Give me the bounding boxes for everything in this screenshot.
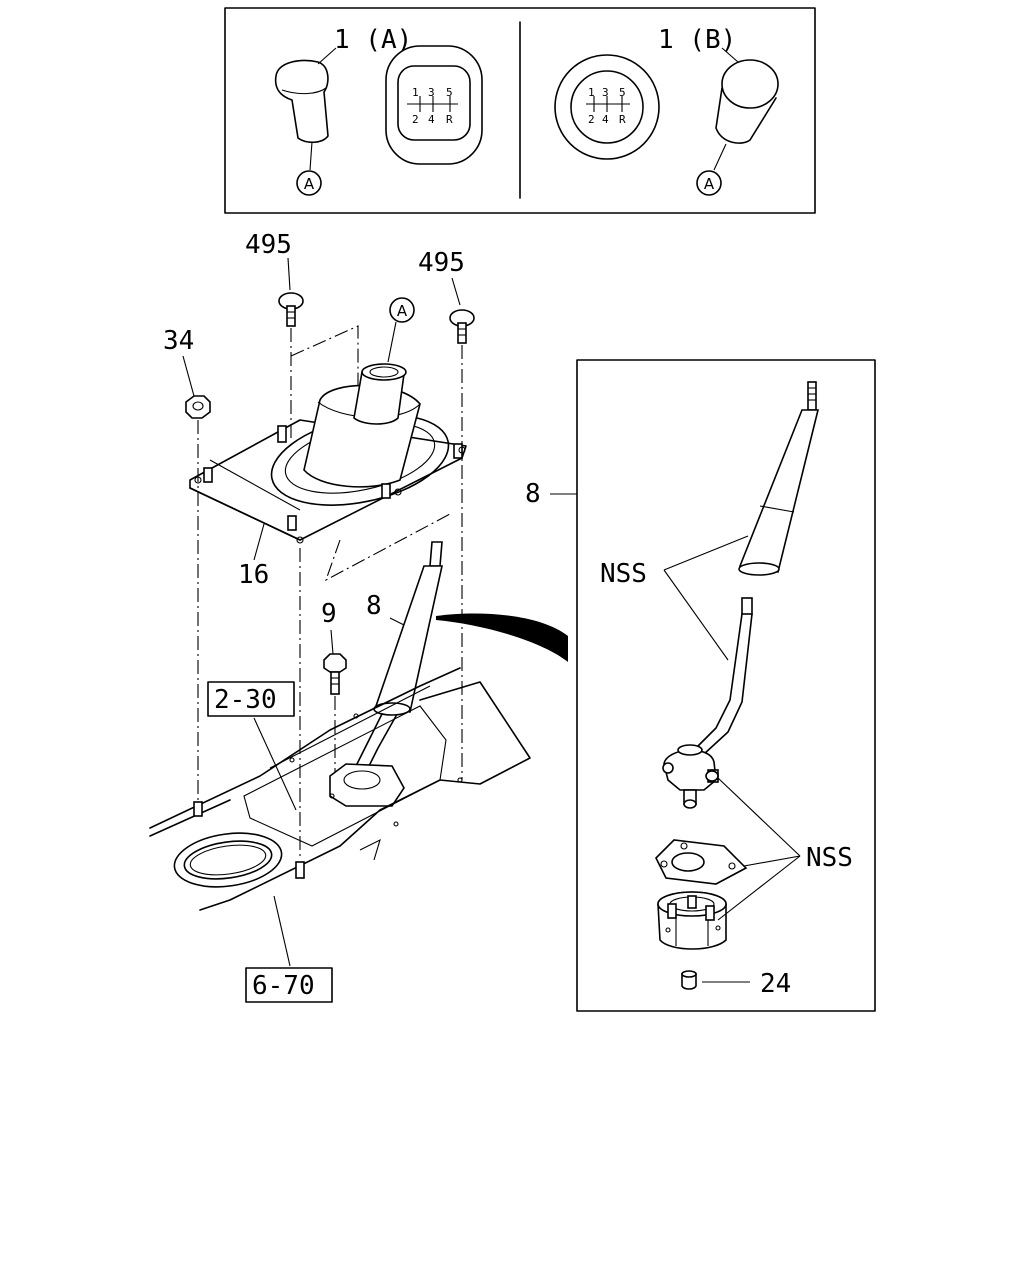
boot-16-label: 16 [238,560,269,590]
pattern-b-2: 2 [588,113,595,126]
pattern-a-4: 4 [428,113,435,126]
pattern-b-r: R [619,113,626,126]
pattern-a-2: 2 [412,113,419,126]
lever-8-main-label: 8 [366,591,382,621]
cap-24-icon [681,970,697,990]
knob-b-top-view: 1 3 5 2 4 R [554,54,660,160]
ref-a-boot-text: A [397,302,408,320]
bolt-9-label: 9 [321,599,337,629]
pattern-a-5: 5 [446,86,453,99]
bolt-9-icon [323,653,347,695]
gasket-plate-icon [655,839,748,885]
part-24-label: 24 [760,969,791,999]
ref-6-70-box [245,967,333,1003]
ref-circle-a-boot: A [389,297,415,323]
knob-a-top-view: 1 3 5 2 4 R [385,45,483,165]
nss-lower-label: NSS [806,843,853,873]
knob-a-icon [274,47,337,171]
nut-34-icon [185,395,211,419]
shift-boot-16-icon [189,325,467,582]
lever-lower-rod-icon [662,597,753,809]
pattern-b-1: 1 [588,86,595,99]
knob-b-icon [713,47,779,171]
ref-6-70-label: 6-70 [252,971,315,1001]
bolt-495-right-label: 495 [418,248,465,278]
knob-a-label: 1 (A) [334,25,412,55]
knob-variants-inset: 1 (A) A 1 3 5 2 4 R 1 [224,7,816,214]
ref-2-30-box [207,681,295,717]
knob-b-label: 1 (B) [658,25,736,55]
pattern-b-3: 3 [602,86,609,99]
ref-a-right-text: A [704,175,715,193]
pattern-b-5: 5 [619,86,626,99]
floor-panel-icon [149,667,531,911]
bolt-495-left-label: 495 [245,230,292,260]
nss-upper-label: NSS [600,559,647,589]
castle-cage-icon [657,891,727,950]
detail-arrow-icon [436,613,568,662]
ref-2-30-label: 2-30 [214,685,277,715]
pattern-a-3: 3 [428,86,435,99]
bolt-495-right-icon [449,309,475,344]
ref-circle-a-right: A [696,170,722,196]
nut-34-label: 34 [163,326,194,356]
pattern-b-4: 4 [602,113,609,126]
bolt-495-left-icon [278,292,304,327]
ref-circle-a-left: A [296,170,322,196]
lever-detail-inset: 8 [525,359,876,1012]
ref-a-left-text: A [304,175,315,193]
lever-upper-sleeve-icon [738,381,820,576]
pattern-a-1: 1 [412,86,419,99]
shift-lever-8-icon [329,541,443,807]
lever-8-detail-label: 8 [525,479,541,509]
pattern-a-r: R [446,113,453,126]
